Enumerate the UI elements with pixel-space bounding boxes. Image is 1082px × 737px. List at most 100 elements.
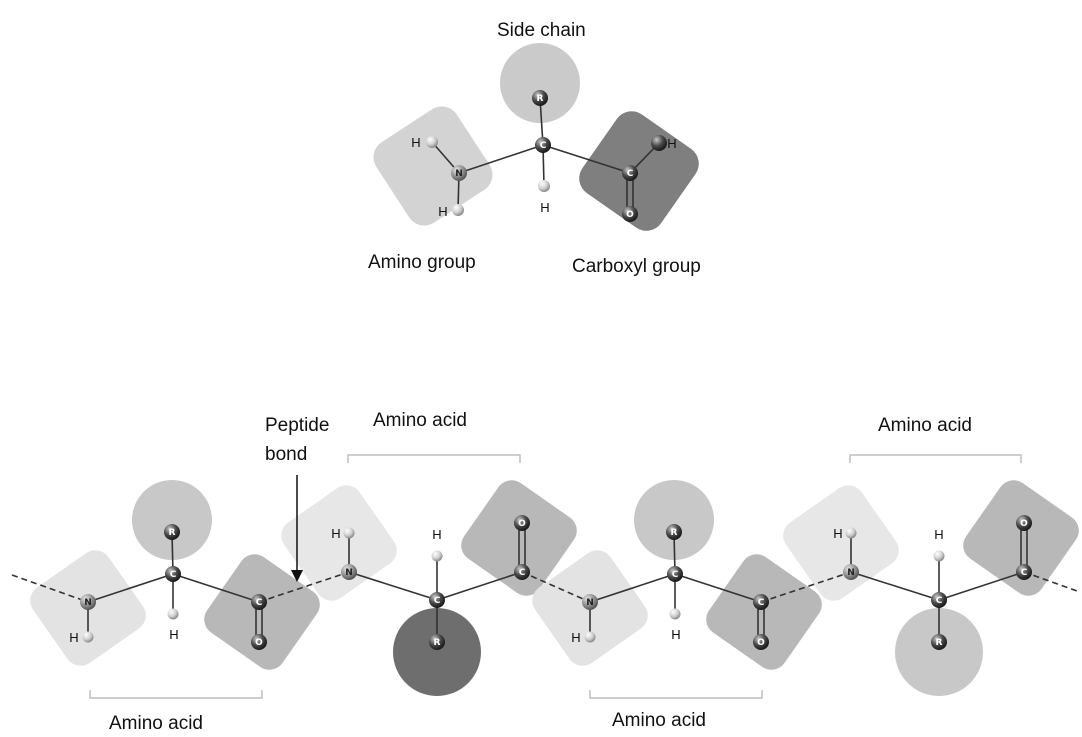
amino-acid-label-top-2: Amino acid [878, 415, 972, 436]
hydrogen-label: H [169, 627, 178, 642]
hydrogen-atom [452, 204, 464, 216]
hydrogen-label: H [833, 526, 842, 541]
side-chain-atom [532, 90, 548, 106]
atom [1016, 515, 1032, 531]
hydrogen-label: H [438, 204, 447, 219]
atom-symbol: C [758, 598, 765, 608]
hydrogen-atom [584, 631, 596, 643]
atom [753, 634, 769, 650]
atom [843, 564, 859, 580]
hydrogen-atom [538, 180, 550, 192]
atom-symbol: C [672, 570, 679, 580]
atom-symbol: N [847, 568, 855, 578]
chain-background-shapes [30, 480, 1079, 696]
atom [931, 592, 947, 608]
atom-symbol: O [518, 519, 526, 529]
hydrogen-atom [845, 527, 857, 539]
amino-acid-label-bottom-1: Amino acid [109, 713, 203, 734]
peptide-bond-arrow [291, 475, 303, 582]
atom-symbol: R [434, 638, 441, 648]
atom [1016, 564, 1032, 580]
side-chain-circle [500, 43, 580, 123]
hydrogen-label: H [411, 135, 420, 150]
bracket-bottom-1 [89, 690, 263, 699]
atom [582, 594, 598, 610]
atom-symbol: N [84, 598, 92, 608]
side-chain-label: Side chain [497, 20, 586, 41]
atom-symbol: C [1021, 568, 1028, 578]
hydrogen-atom [82, 631, 94, 643]
bracket-top-2 [849, 454, 1022, 463]
amino-acid-label-top-1: Amino acid [373, 410, 467, 431]
atom [251, 594, 267, 610]
atom-symbol: C [519, 568, 526, 578]
hydrogen-atom [933, 550, 945, 562]
oxygen-symbol: O [626, 210, 634, 220]
atom [429, 592, 445, 608]
hydrogen-label: H [69, 630, 78, 645]
peptide-bond-label: Peptide bond [265, 415, 330, 465]
hydrogen-label: H [331, 526, 340, 541]
side-chain-symbol: R [537, 94, 544, 104]
nitrogen-atom [451, 165, 467, 181]
atom-symbol: O [1020, 519, 1028, 529]
bracket-top-1 [347, 454, 521, 463]
hydroxyl-oxygen-atom [651, 135, 667, 151]
atom-symbol: O [255, 638, 263, 648]
hydrogen-label: H [432, 527, 441, 542]
atom [666, 524, 682, 540]
hydrogen-label: H [571, 630, 580, 645]
bracket-bottom-2 [589, 690, 763, 699]
atom [341, 564, 357, 580]
side-chain-circle [634, 480, 714, 560]
atom-symbol: C [936, 596, 943, 606]
atom-symbol: C [256, 598, 263, 608]
atom-symbol: C [170, 570, 177, 580]
amino-group-shape [783, 485, 899, 601]
hydrogen-atom [167, 608, 179, 620]
carboxyl-carbon-atom [622, 165, 638, 181]
amino-group-shape [373, 106, 493, 226]
atom [251, 634, 267, 650]
bond-line [760, 571, 852, 603]
alpha-carbon-symbol: C [540, 141, 547, 151]
side-chain-circle [393, 608, 481, 696]
side-chain-circle [132, 480, 212, 560]
bond-line [850, 571, 940, 601]
atom [753, 594, 769, 610]
atom-symbol: N [586, 598, 594, 608]
atom [165, 566, 181, 582]
amino-group-shape [281, 485, 397, 601]
hydrogen-atom [669, 608, 681, 620]
nitrogen-symbol: N [455, 169, 463, 179]
bond-line [589, 573, 676, 603]
carboxyl-carbon-symbol: C [627, 169, 634, 179]
atom [667, 566, 683, 582]
amino-group-label: Amino group [368, 252, 476, 273]
bond-line [172, 573, 260, 603]
atom-symbol: R [671, 528, 678, 538]
atom-symbol: C [434, 596, 441, 606]
atom [514, 515, 530, 531]
atom-symbol: R [169, 528, 176, 538]
hydrogen-label: H [667, 136, 676, 151]
bond-line [436, 571, 523, 601]
carboxyl-group-shape [579, 111, 699, 231]
atom [931, 634, 947, 650]
hydrogen-label: H [540, 200, 549, 215]
atom [164, 524, 180, 540]
bond-line [87, 573, 174, 603]
bond-line [11, 574, 89, 603]
atom-symbol: O [757, 638, 765, 648]
bond-line [258, 571, 350, 603]
carboxyl-group-label: Carboxyl group [572, 256, 701, 277]
atom [80, 594, 96, 610]
hydrogen-label: H [671, 627, 680, 642]
amino-acid-label-bottom-2: Amino acid [612, 710, 706, 731]
atom [514, 564, 530, 580]
atom-symbol: N [345, 568, 353, 578]
hydrogen-atom [343, 527, 355, 539]
